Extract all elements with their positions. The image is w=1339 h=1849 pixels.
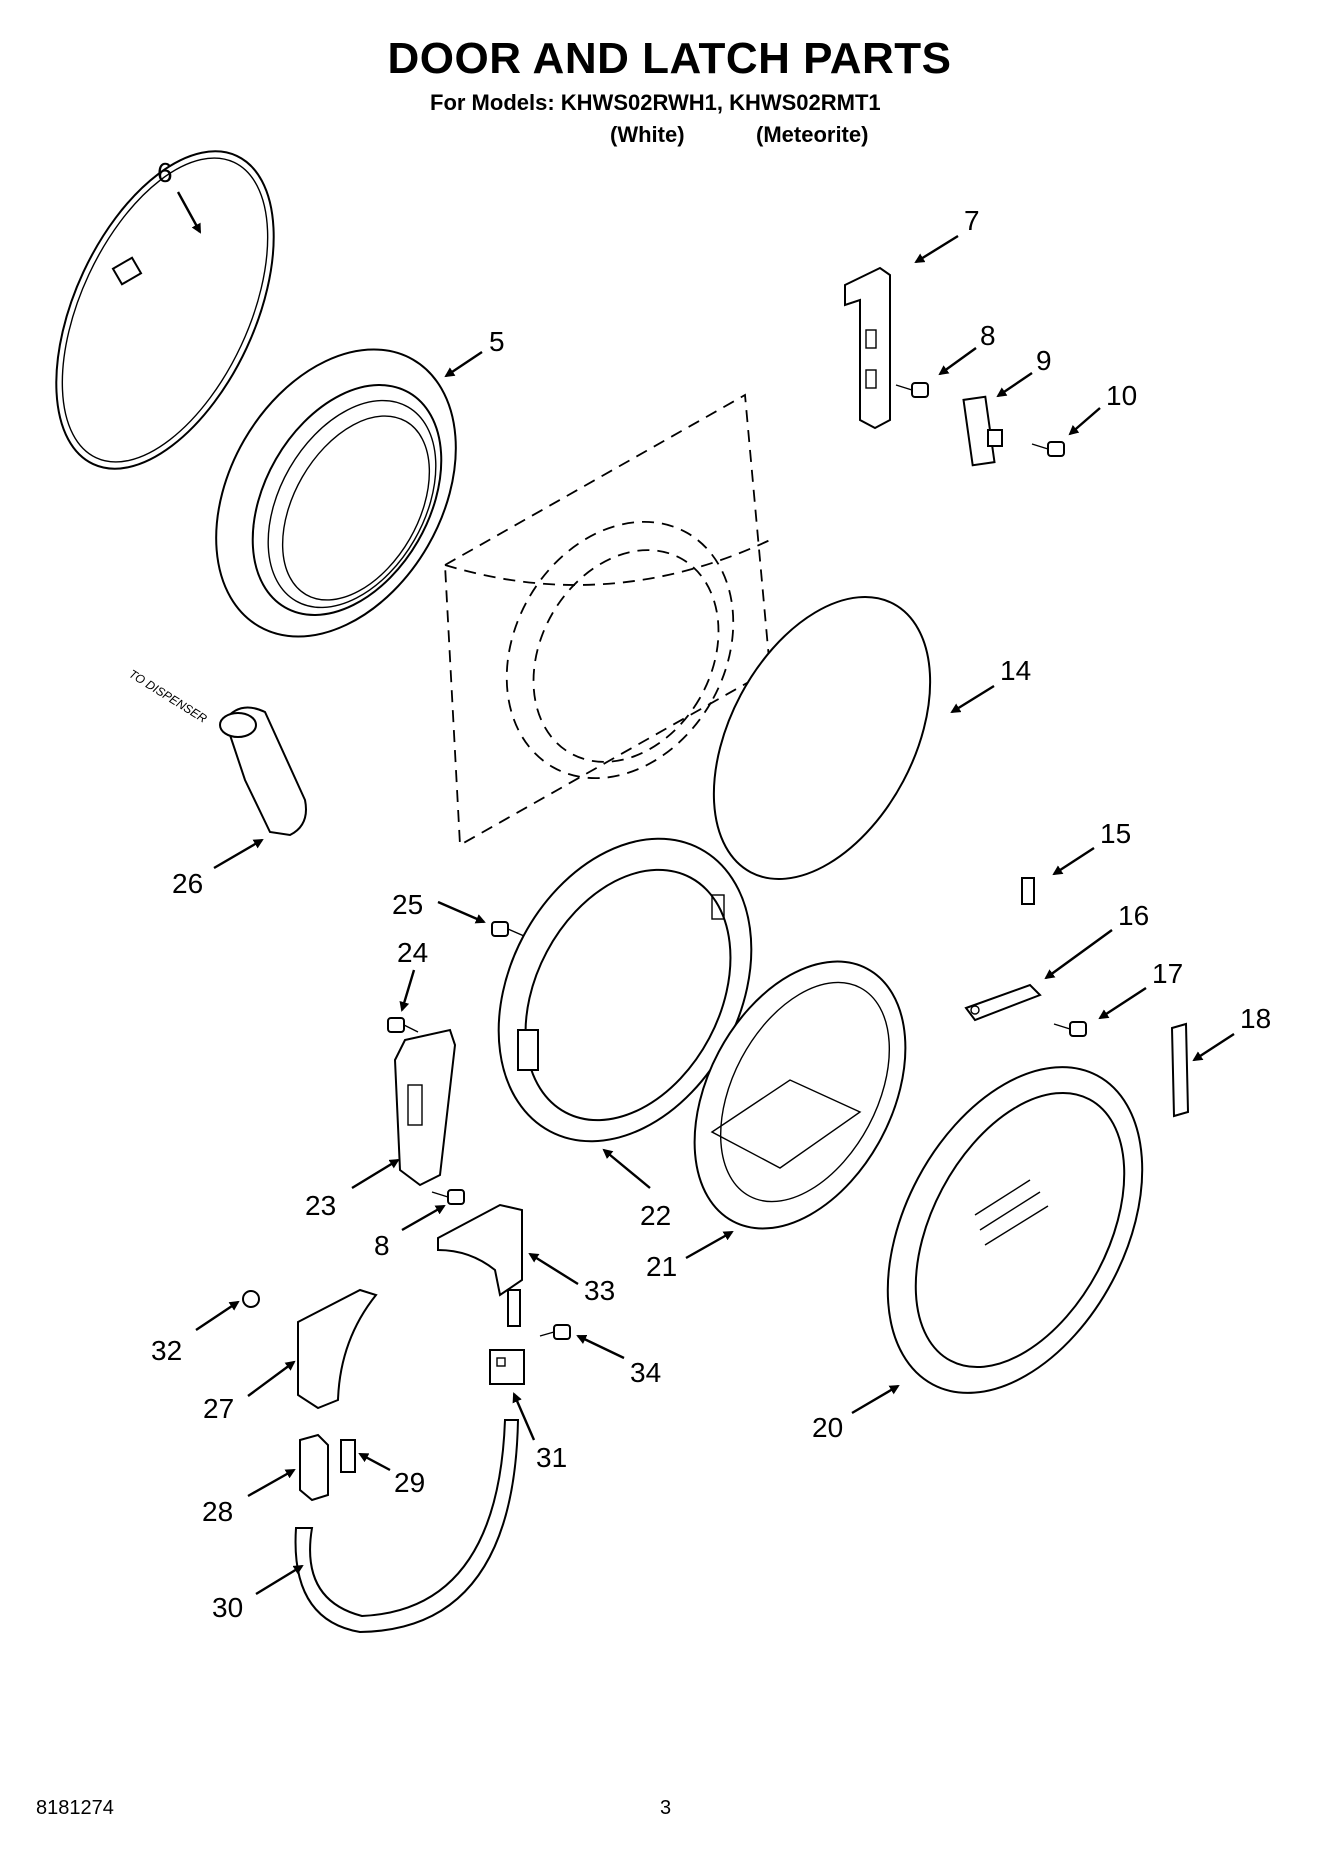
callout-9: 9 xyxy=(1036,345,1052,376)
part-32-nut xyxy=(242,1290,260,1308)
part-17-screw xyxy=(1053,1021,1087,1037)
leader-26 xyxy=(213,838,264,870)
callout-31: 31 xyxy=(536,1442,567,1473)
leader-22 xyxy=(602,1148,651,1189)
leader-23 xyxy=(351,1158,400,1190)
leader-10 xyxy=(1068,407,1101,436)
callout-16: 16 xyxy=(1118,900,1149,931)
callout-26: 26 xyxy=(172,868,203,899)
part-14-seal-ring xyxy=(712,596,932,880)
leader-33 xyxy=(528,1252,579,1286)
part-15-clip xyxy=(1021,877,1035,905)
callout-15: 15 xyxy=(1100,818,1131,849)
leader-7 xyxy=(914,234,959,264)
leader-17 xyxy=(1098,986,1147,1020)
callout-8-lower: 8 xyxy=(374,1230,390,1261)
part-6-clamp-ring xyxy=(55,150,275,470)
leader-31 xyxy=(512,1392,536,1441)
callout-5: 5 xyxy=(489,326,505,357)
part-34-screw xyxy=(539,1324,571,1340)
callout-17: 17 xyxy=(1152,958,1183,989)
part-22-door-frame xyxy=(497,837,753,1143)
leader-27 xyxy=(247,1360,296,1397)
part-20-outer-door xyxy=(886,1066,1144,1394)
part-7-latch-bracket xyxy=(844,266,891,430)
leader-6 xyxy=(176,191,202,234)
part-24-screw xyxy=(387,1017,419,1033)
callout-21: 21 xyxy=(646,1251,677,1282)
callout-20: 20 xyxy=(812,1412,843,1443)
callout-7: 7 xyxy=(964,205,980,236)
callout-32: 32 xyxy=(151,1335,182,1366)
callout-23: 23 xyxy=(305,1190,336,1221)
callout-25: 25 xyxy=(392,889,423,920)
callout-22: 22 xyxy=(640,1200,671,1231)
models-line: For Models: KHWS02RWH1, KHWS02RMT1 xyxy=(430,90,881,115)
leader-25 xyxy=(437,900,486,924)
part-9-strike xyxy=(962,395,1003,467)
part-28-catch xyxy=(299,1433,329,1502)
part-33-handle-housing xyxy=(437,1203,523,1327)
variant-white: (White) xyxy=(610,122,685,147)
callout-34: 34 xyxy=(630,1357,661,1388)
part-16-hinge xyxy=(964,983,1042,1022)
leader-8-upper xyxy=(938,347,977,376)
callout-28: 28 xyxy=(202,1496,233,1527)
document-number: 8181274 xyxy=(36,1797,114,1819)
callout-27: 27 xyxy=(203,1393,234,1424)
callout-33: 33 xyxy=(584,1275,615,1306)
leader-15 xyxy=(1052,846,1095,876)
leader-5 xyxy=(444,351,483,378)
variant-meteorite: (Meteorite) xyxy=(756,122,869,147)
leader-16 xyxy=(1044,929,1113,980)
leader-9 xyxy=(996,372,1033,398)
leader-30 xyxy=(255,1564,304,1596)
part-27-handle xyxy=(297,1288,378,1410)
leader-34 xyxy=(576,1334,625,1360)
page-number: 3 xyxy=(660,1797,672,1819)
part-18-strip xyxy=(1170,1022,1190,1118)
callout-10: 10 xyxy=(1106,380,1137,411)
front-panel-reference xyxy=(444,393,771,847)
callout-29: 29 xyxy=(394,1467,425,1498)
leader-28 xyxy=(247,1468,296,1498)
leader-14 xyxy=(950,684,995,714)
part-30-trim-arc xyxy=(294,1419,520,1634)
callout-30: 30 xyxy=(212,1592,243,1623)
leader-18 xyxy=(1192,1032,1235,1062)
part-29-insert xyxy=(340,1439,356,1473)
leader-24 xyxy=(399,969,416,1012)
leader-32 xyxy=(195,1300,240,1331)
leader-29 xyxy=(358,1452,391,1472)
leader-21 xyxy=(685,1230,734,1260)
callout-24: 24 xyxy=(397,937,428,968)
part-23-hinge xyxy=(393,1028,457,1187)
part-26-dispenser-hose xyxy=(219,706,307,837)
page-title: DOOR AND LATCH PARTS xyxy=(387,34,952,83)
leader-8-lower xyxy=(401,1204,446,1232)
part-8-screw-lower xyxy=(431,1189,465,1205)
dispenser-note: TO DISPENSER xyxy=(126,667,209,726)
part-25-screw xyxy=(491,921,525,937)
callout-6: 6 xyxy=(157,157,173,188)
part-21-inner-glass xyxy=(693,960,907,1230)
part-10-screw xyxy=(1031,441,1065,457)
part-31-latch-block xyxy=(489,1349,525,1385)
leader-20 xyxy=(851,1384,900,1415)
callout-18: 18 xyxy=(1240,1003,1271,1034)
part-5-door-boot xyxy=(215,348,457,638)
part-8-screw-upper xyxy=(895,382,929,398)
callout-8-upper: 8 xyxy=(980,320,996,351)
callout-14: 14 xyxy=(1000,655,1031,686)
